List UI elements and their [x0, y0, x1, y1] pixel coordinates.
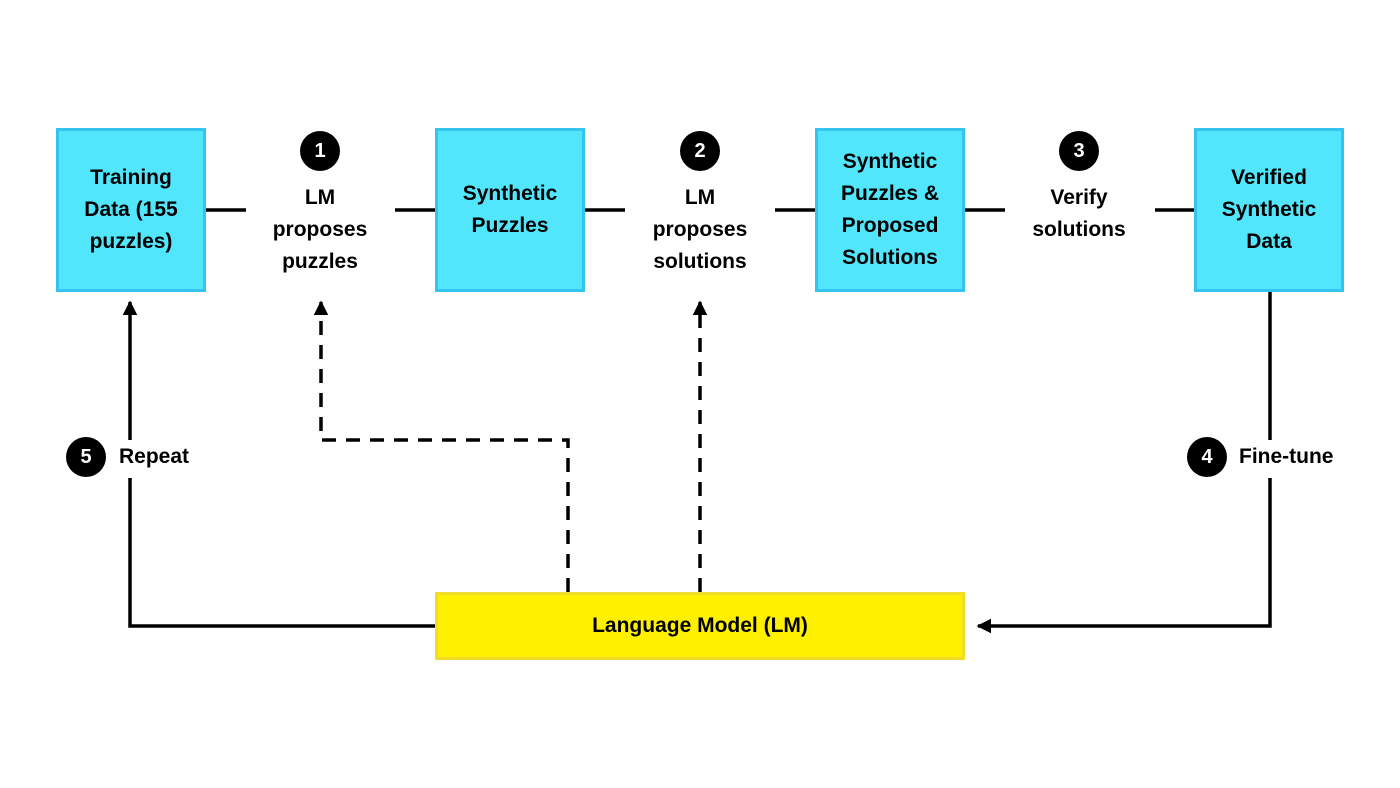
step-4-label: Fine-tune — [1239, 445, 1334, 468]
step-2-label-line: solutions — [653, 250, 747, 273]
step-1-label-line: proposes — [272, 218, 368, 241]
step-4-badge: 4 — [1187, 437, 1227, 477]
puzzles-and-solutions-box: Synthetic Puzzles & Proposed Solutions — [815, 128, 965, 292]
step-1-label: LM proposes puzzles — [245, 182, 395, 278]
step-1-badge: 1 — [300, 131, 340, 171]
language-model-box: Language Model (LM) — [435, 592, 965, 660]
step-2-badge: 2 — [680, 131, 720, 171]
step-2-label-line: proposes — [652, 218, 748, 241]
training-data-label: Training Data (155 puzzles) — [84, 166, 178, 253]
synthetic-puzzles-label: Synthetic Puzzles — [462, 182, 558, 237]
step-5-badge: 5 — [66, 437, 106, 477]
step-3-label: Verify solutions — [1004, 182, 1154, 246]
repeat-arrow — [130, 302, 436, 628]
step-3-badge: 3 — [1059, 131, 1099, 171]
language-model-label: Language Model (LM) — [592, 614, 808, 637]
puzzles-and-solutions-label: Synthetic Puzzles & Proposed Solutions — [840, 150, 940, 269]
step-2-label: LM proposes solutions — [625, 182, 775, 278]
lm-to-step1-dashed-arrow — [313, 300, 570, 592]
training-data-box: Training Data (155 puzzles) — [56, 128, 206, 292]
step-1-label-line: puzzles — [282, 250, 358, 273]
synthetic-puzzles-box: Synthetic Puzzles — [435, 128, 585, 292]
step-3-label-line: Verify — [1050, 186, 1108, 209]
verified-data-label: Verified Synthetic Data — [1221, 166, 1317, 253]
step-2-label-line: LM — [684, 186, 716, 209]
step-3-label-line: solutions — [1032, 218, 1126, 241]
step-5-label: Repeat — [119, 445, 190, 468]
step-1-label-line: LM — [304, 186, 336, 209]
verified-data-box: Verified Synthetic Data — [1194, 128, 1344, 292]
fine-tune-arrow — [978, 292, 1272, 626]
